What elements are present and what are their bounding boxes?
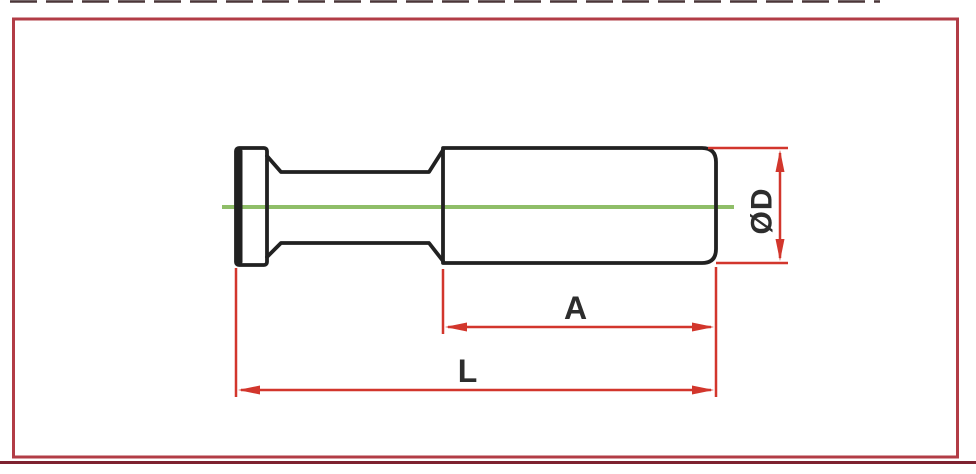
diameter-label: ØD: [746, 188, 779, 235]
overall-length-label: L: [458, 353, 479, 389]
part-outline: [234, 146, 718, 267]
shaft-upper-profile: [265, 148, 445, 174]
overall-length-arrow-left: [238, 385, 260, 395]
dimension-overall-length: [234, 268, 711, 397]
drawing-border-frame: [12, 17, 959, 459]
diameter-arrow-up: [775, 150, 785, 172]
overall-length-arrow-right: [692, 385, 714, 395]
flange-outline: [234, 146, 269, 267]
dimension-body-length: [441, 267, 718, 397]
body-length-arrow-right: [692, 322, 714, 332]
shaft-lower-profile: [265, 241, 445, 263]
body-length-label: A: [564, 290, 588, 326]
body-length-arrow-left: [445, 322, 467, 332]
diameter-arrow-down: [775, 239, 785, 261]
